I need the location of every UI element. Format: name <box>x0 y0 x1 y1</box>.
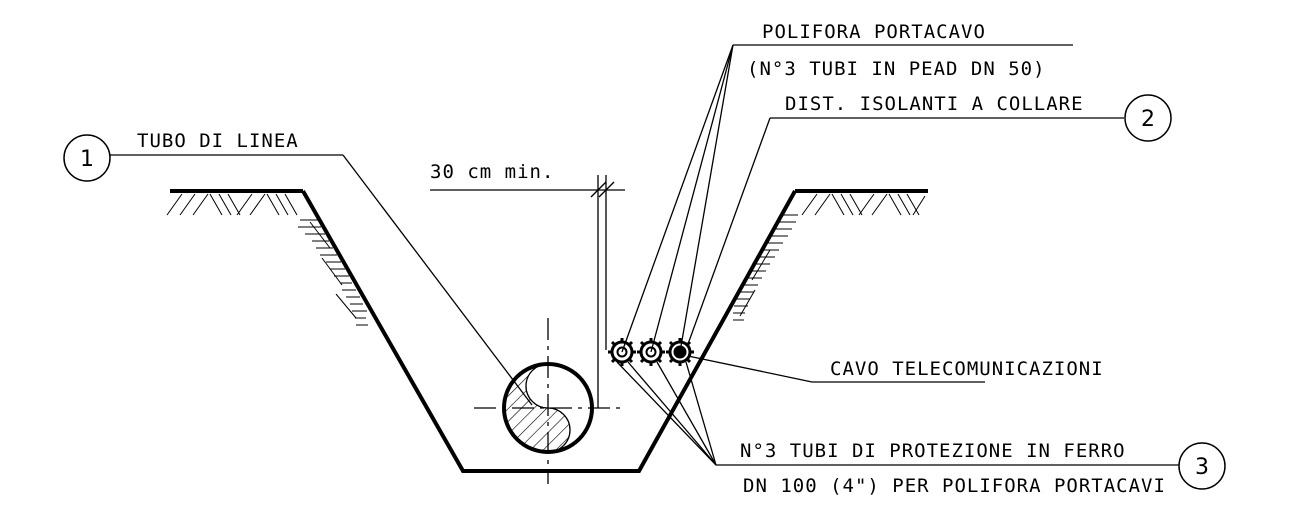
protection-pipe-1 <box>608 338 636 366</box>
distanziatori-label: DIST. ISOLANTI A COLLARE <box>785 93 1084 115</box>
cavo-tlc-label: CAVO TELECOMUNICAZIONI <box>830 358 1104 380</box>
protection-pipe-2 <box>637 338 665 366</box>
trench-outline <box>301 190 797 473</box>
callout-3-number: 3 <box>1195 455 1209 480</box>
tubi-protezione-label-line1: N°3 TUBI DI PROTEZIONE IN FERRO <box>740 440 1126 462</box>
ground-hatch-right <box>801 193 926 216</box>
leader-polifora <box>621 44 1073 353</box>
leader-distanziatori <box>687 117 1124 345</box>
callout-2-number: 2 <box>1141 107 1155 132</box>
ground-hatch-left <box>166 193 298 216</box>
callout-3: 3 <box>1178 442 1226 490</box>
tubo-linea-label: TUBO DI LINEA <box>137 130 299 152</box>
line-pipe <box>502 362 594 454</box>
callout-2: 2 <box>1124 94 1172 142</box>
polifora-label-line1: POLIFORA PORTACAVO <box>762 21 986 43</box>
slope-hatch-right <box>733 211 798 321</box>
leader-cavo-tlc <box>687 355 985 383</box>
dimension-30cm <box>430 175 625 408</box>
slope-hatch-left <box>298 219 368 326</box>
leader-tubi-protezione <box>616 361 1180 466</box>
leader-tubo-linea <box>110 154 533 406</box>
tubi-protezione-label-line2: DN 100 (4") PER POLIFORA PORTACAVI <box>743 475 1166 497</box>
polifora-label-line2: (N°3 TUBI IN PEAD DN 50) <box>747 58 1046 80</box>
callout-1-number: 1 <box>80 147 94 172</box>
dimension-label: 30 cm min. <box>430 161 554 183</box>
callout-1: 1 <box>63 134 111 182</box>
